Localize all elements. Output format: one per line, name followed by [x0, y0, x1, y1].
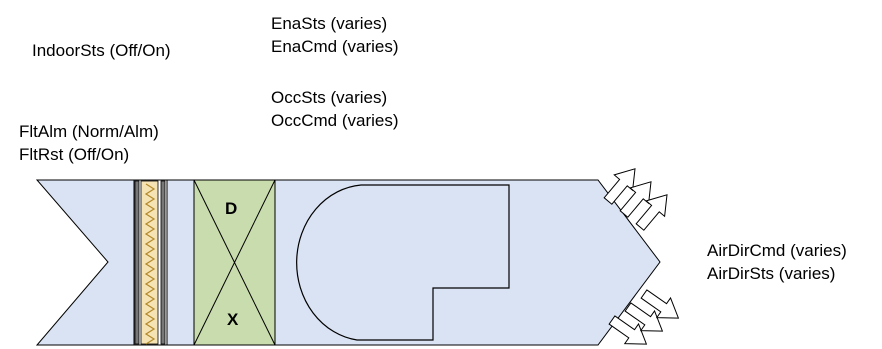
fan-housing: [296, 184, 510, 341]
louver-arrow-icon: [619, 181, 652, 218]
flt-alm-label: FltAlm (Norm/Alm): [19, 122, 159, 141]
filter: [133, 179, 168, 346]
air-dir-cmd-label: AirDirCmd (varies): [707, 241, 847, 260]
occ-cmd-label: OccCmd (varies): [271, 111, 399, 130]
ena-sts-label: EnaSts (varies): [271, 14, 388, 33]
supply-air-arrows: [603, 168, 680, 345]
duct-body: [35, 179, 661, 346]
coil-letter-x: X: [227, 310, 239, 329]
coil-letter-d: D: [225, 199, 237, 218]
filter-zigzag: [144, 183, 156, 345]
louver-arrow-icon: [608, 315, 648, 345]
air-dir-sts-label: AirDirSts (varies): [707, 264, 836, 283]
indoor-sts-label: IndoorSts (Off/On): [32, 41, 171, 60]
flt-rst-label: FltRst (Off/On): [19, 145, 130, 164]
louver-arrow-icon: [603, 168, 636, 205]
occ-sts-label: OccSts (varies): [271, 88, 388, 107]
louver-arrow-icon: [624, 302, 664, 332]
dx-coil: D X: [193, 179, 276, 346]
ena-cmd-label: EnaCmd (varies): [271, 37, 399, 56]
louver-arrow-icon: [640, 289, 680, 319]
louver-arrow-icon: [635, 194, 668, 231]
